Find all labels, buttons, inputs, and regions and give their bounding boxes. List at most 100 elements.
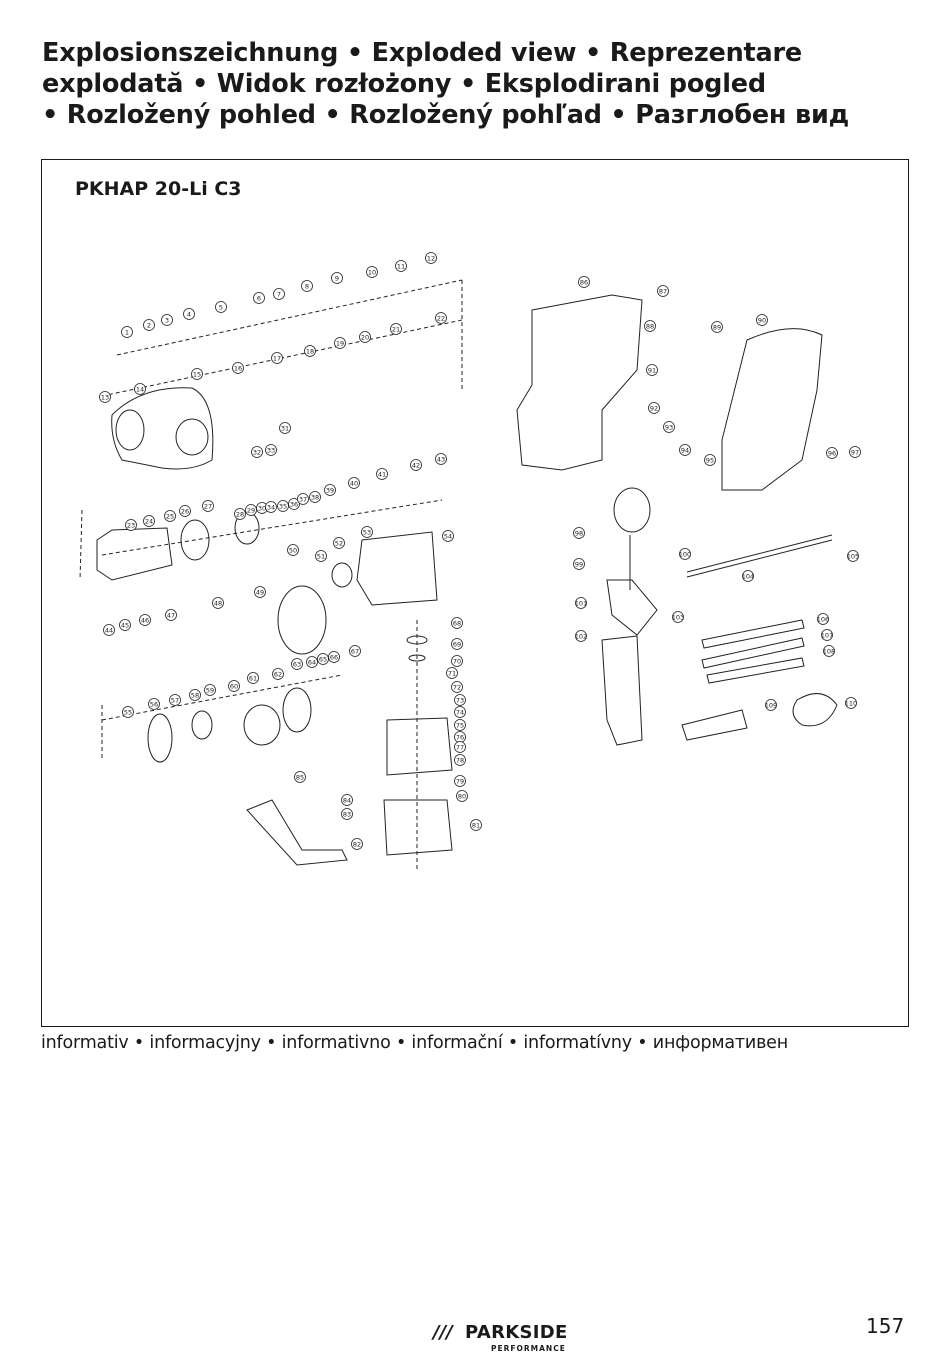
part-callout-circle [291,658,303,670]
part-number-label: 95 [706,456,714,464]
part-number-label: 103 [672,613,684,621]
part-number-label: 94 [681,446,689,454]
part-number-label: 43 [437,455,445,463]
part-callout-circle [657,285,669,297]
part-callout-89: 89 [711,321,723,333]
part-callout-circle [333,537,345,549]
part-number-label: 44 [105,626,113,634]
part-callout-75: 75 [454,719,466,731]
part-number-label: 60 [230,682,238,690]
part-number-label: 15 [193,370,201,378]
part-callout-circle [204,684,216,696]
part-number-label: 46 [141,616,149,624]
part-callout-circle [451,638,463,650]
title-line-2: explodată • Widok rozłożony • Eksplodira… [42,69,766,99]
part-callout-29: 29 [245,504,257,516]
part-callout-101: 101 [575,597,587,609]
part-number-label: 38 [311,493,319,501]
part-callout-circle [442,530,454,542]
part-callout-5: 5 [215,301,227,313]
part-callout-7: 7 [273,288,285,300]
part-callout-39: 39 [324,484,336,496]
part-number-label: 68 [453,619,461,627]
part-callout-110: 110 [845,697,857,709]
part-callout-93: 93 [663,421,675,433]
part-number-label: 41 [378,470,386,478]
part-callout-circle [341,794,353,806]
part-callout-26: 26 [179,505,191,517]
part-number-label: 59 [206,686,214,694]
part-callout-2: 2 [143,319,155,331]
part-callout-49: 49 [254,586,266,598]
part-number-label: 37 [299,495,307,503]
part-callout-circle [271,352,283,364]
part-callout-circle [272,668,284,680]
part-number-label: 50 [289,546,297,554]
part-callout-circle [573,558,585,570]
part-callout-21: 21 [390,323,402,335]
part-callout-circle [148,698,160,710]
part-callout-circle [301,280,313,292]
part-number-label: 51 [317,552,325,560]
part-callout-circle [454,706,466,718]
part-callout-81: 81 [470,819,482,831]
part-callout-circle [169,694,181,706]
part-callout-circle [425,252,437,264]
part-number-label: 18 [306,347,314,355]
part-callout-1: 1 [121,326,133,338]
part-number-label: 16 [234,364,242,372]
part-callout-91: 91 [646,364,658,376]
part-callout-107: 107 [821,629,833,641]
part-callout-circle [202,500,214,512]
part-callout-circle [161,314,173,326]
part-callout-circle [122,706,134,718]
part-callout-72: 72 [451,681,463,693]
part-number-label: 11 [397,262,405,270]
part-callout-circle [644,320,656,332]
part-number-label: 57 [171,696,179,704]
part-callout-27: 27 [202,500,214,512]
part-number-label: 62 [274,670,282,678]
part-number-label: 91 [648,366,656,374]
part-callout-15: 15 [191,368,203,380]
part-callout-circle [304,345,316,357]
part-callout-circle [341,808,353,820]
part-callout-56: 56 [148,698,160,710]
part-number-label: 2 [147,321,151,329]
part-callout-circle [845,697,857,709]
part-callout-circle [679,444,691,456]
part-callout-circle [823,645,835,657]
part-number-label: 100 [679,550,691,558]
part-callout-22: 22 [435,312,447,324]
part-callout-99: 99 [573,558,585,570]
part-callout-circle [125,519,137,531]
part-number-label: 58 [191,691,199,699]
part-callout-32: 32 [251,446,263,458]
part-callout-13: 13 [99,391,111,403]
part-number-label: 66 [330,653,338,661]
part-callout-12: 12 [425,252,437,264]
part-callout-42: 42 [410,459,422,471]
part-callout-circle [165,609,177,621]
part-callout-circle [765,699,777,711]
part-callout-circle [121,326,133,338]
part-number-label: 5 [219,303,223,311]
part-callout-43: 43 [435,453,447,465]
part-callout-circle [456,790,468,802]
part-callout-circle [119,619,131,631]
part-number-label: 73 [456,696,464,704]
part-callout-98: 98 [573,527,585,539]
part-callout-59: 59 [204,684,216,696]
part-callout-37: 37 [297,493,309,505]
part-callout-10: 10 [366,266,378,278]
part-callout-63: 63 [291,658,303,670]
part-callout-52: 52 [333,537,345,549]
part-number-label: 92 [650,404,658,412]
part-callout-86: 86 [578,276,590,288]
part-number-label: 67 [351,647,359,655]
part-callout-68: 68 [451,617,463,629]
part-callout-50: 50 [287,544,299,556]
part-callout-65: 65 [317,653,329,665]
part-callout-circle [646,364,658,376]
